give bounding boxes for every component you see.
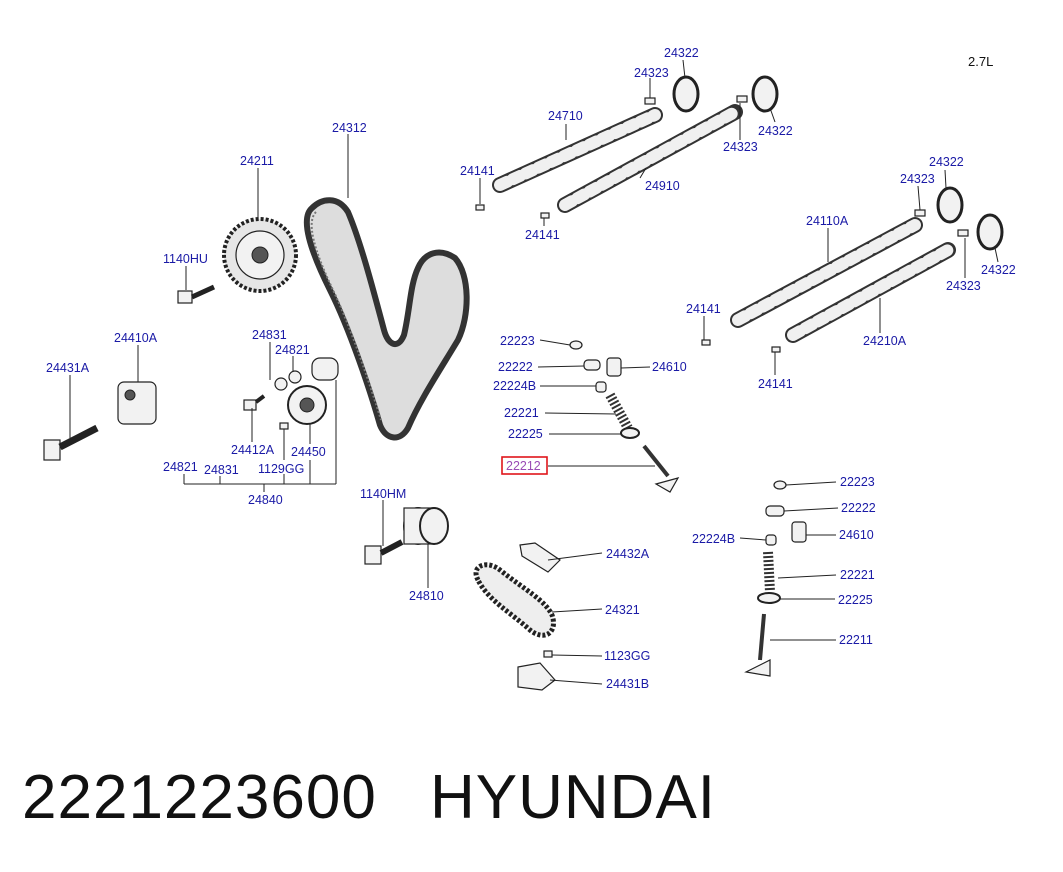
callout-22222-a[interactable]: 22222 (498, 360, 533, 374)
callout-24322-a[interactable]: 24322 (664, 46, 699, 60)
pin-d-drawing (771, 346, 781, 353)
cam-key-b-drawing (736, 95, 748, 103)
cam-sprocket-drawing (222, 217, 298, 293)
chain-guide-24431b-drawing (517, 662, 556, 691)
callout-24323-b[interactable]: 24323 (723, 140, 758, 154)
callout-24432a[interactable]: 24432A (606, 547, 650, 561)
bolt-24431a-drawing (43, 424, 99, 461)
callout-24831-b[interactable]: 24831 (204, 463, 239, 477)
timing-chain-24321-drawing (473, 562, 556, 638)
callout-22225-a[interactable]: 22225 (508, 427, 543, 441)
cam-gear-d-drawing (976, 213, 1004, 251)
parts-diagram: 2.7L (43, 46, 1016, 691)
engine-size-label: 2.7L (968, 54, 993, 69)
valve-group-a-drawing (569, 340, 680, 493)
leader-lines (69, 59, 999, 685)
pin-a-drawing (475, 204, 485, 211)
idler-24810-drawing (403, 507, 449, 545)
callout-24323-d[interactable]: 24323 (946, 279, 981, 293)
callout-24810[interactable]: 24810 (409, 589, 444, 603)
callout-24323-c[interactable]: 24323 (900, 172, 935, 186)
callout-24141-d[interactable]: 24141 (758, 377, 793, 391)
callout-24322-d[interactable]: 24322 (981, 263, 1016, 277)
camshaft-24910-drawing (557, 104, 743, 213)
camshaft-24210a-drawing (785, 242, 956, 343)
bolt-1123gg-drawing (543, 650, 553, 658)
callout-1129gg[interactable]: 1129GG (258, 462, 304, 476)
callout-24210a[interactable]: 24210A (863, 334, 907, 348)
valve-group-b-drawing (744, 480, 807, 677)
bolt-1140hu-drawing (177, 284, 216, 304)
camshaft-24110a-drawing (730, 217, 923, 328)
callout-22221-b[interactable]: 22221 (840, 568, 875, 582)
callout-24910[interactable]: 24910 (645, 179, 680, 193)
brand-name: HYUNDAI (430, 763, 717, 832)
callout-22225-b[interactable]: 22225 (838, 593, 873, 607)
cam-gear-a-drawing (672, 75, 700, 113)
footer-bar: 2221223600 HYUNDAI (22, 762, 1042, 842)
part-number-title: 2221223600 (22, 763, 377, 832)
callout-24410a[interactable]: 24410A (114, 331, 158, 345)
callout-24610-a[interactable]: 24610 (652, 360, 687, 374)
callout-24141-b[interactable]: 24141 (525, 228, 560, 242)
callout-24431b[interactable]: 24431B (606, 677, 649, 691)
callout-22224b-a[interactable]: 22224B (493, 379, 536, 393)
callout-24323-a[interactable]: 24323 (634, 66, 669, 80)
callout-22222-b[interactable]: 22222 (841, 501, 876, 515)
callout-24312[interactable]: 24312 (332, 121, 367, 135)
callout-24821-b[interactable]: 24821 (163, 460, 198, 474)
callout-24710[interactable]: 24710 (548, 109, 583, 123)
highlight-box (501, 456, 548, 475)
callout-24412a[interactable]: 24412A (231, 443, 275, 457)
callout-22224b-b[interactable]: 22224B (692, 532, 735, 546)
callout-24322-c[interactable]: 24322 (929, 155, 964, 169)
pin-c-drawing (701, 339, 711, 346)
callout-24322-b[interactable]: 24322 (758, 124, 793, 138)
cam-gear-c-drawing (936, 186, 964, 224)
callout-22211[interactable]: 22211 (839, 633, 873, 647)
idler-pulley-group-drawing (243, 357, 339, 430)
callout-22223-a[interactable]: 22223 (500, 334, 535, 348)
callout-22221-a[interactable]: 22221 (504, 406, 539, 420)
pin-b-drawing (540, 212, 550, 219)
callout-24110a[interactable]: 24110A (806, 214, 849, 228)
callout-24321[interactable]: 24321 (605, 603, 640, 617)
callout-24141-c[interactable]: 24141 (686, 302, 721, 316)
callout-24840[interactable]: 24840 (248, 493, 283, 507)
callout-22223-b[interactable]: 22223 (840, 475, 875, 489)
timing-belt-drawing (303, 197, 470, 441)
callout-24610-b[interactable]: 24610 (839, 528, 874, 542)
cam-key-c-drawing (914, 209, 926, 217)
callout-24831-a[interactable]: 24831 (252, 328, 287, 342)
camshaft-24710-drawing (492, 107, 663, 193)
callout-1140hu[interactable]: 1140HU (163, 252, 208, 266)
callout-1140hm[interactable]: 1140HM (360, 487, 406, 501)
callout-24821-a[interactable]: 24821 (275, 343, 310, 357)
callout-22212[interactable]: 22212 (506, 459, 541, 473)
chain-guide-24432a-drawing (519, 542, 561, 573)
cam-key-a-drawing (644, 97, 656, 105)
callout-24431a[interactable]: 24431A (46, 361, 90, 375)
callout-24450[interactable]: 24450 (291, 445, 326, 459)
bolt-1140hm-drawing (364, 539, 404, 565)
callout-24211[interactable]: 24211 (240, 154, 274, 168)
cam-gear-b-drawing (751, 75, 779, 113)
callout-1123gg[interactable]: 1123GG (604, 649, 650, 663)
cam-key-d-drawing (957, 229, 969, 237)
tensioner-24410a-drawing (117, 381, 157, 425)
callout-24141-a[interactable]: 24141 (460, 164, 495, 178)
